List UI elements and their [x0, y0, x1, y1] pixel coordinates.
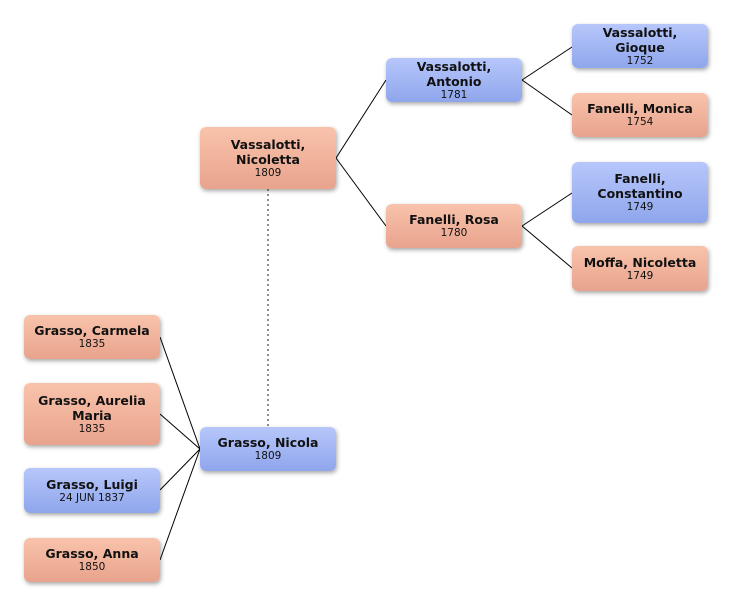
person-date: 1835 — [78, 338, 106, 350]
connector-line — [521, 192, 573, 227]
person-card-gioque-vassalotti[interactable]: Vassalotti, Gioque 1752 — [572, 24, 708, 68]
person-date: 1781 — [440, 88, 468, 101]
person-name: Grasso, Aurelia Maria — [38, 392, 146, 423]
person-date: 24 JUN 1837 — [59, 491, 125, 504]
person-name: Grasso, Carmela — [34, 323, 150, 338]
connector-line — [159, 413, 201, 450]
person-date: 1749 — [626, 269, 654, 282]
person-date: 1749 — [626, 201, 654, 213]
person-date: 1809 — [254, 450, 282, 462]
person-card-nicoletta-vassalotti[interactable]: Vassalotti, Nicoletta 1809 — [200, 127, 336, 189]
connector-line — [521, 46, 573, 81]
connector-line — [159, 448, 201, 491]
person-date: 1780 — [440, 227, 468, 239]
person-name: Grasso, Anna — [45, 546, 139, 561]
person-name: Vassalotti, Nicoletta — [230, 136, 306, 167]
person-card-antonio-vassalotti[interactable]: Vassalotti, Antonio 1781 — [386, 58, 522, 102]
person-name: Moffa, Nicoletta — [583, 254, 697, 270]
person-card-nicola-grasso[interactable]: Grasso, Nicola 1809 — [200, 427, 336, 471]
person-date: 1809 — [254, 166, 282, 179]
person-name: Fanelli, Monica — [587, 101, 693, 116]
connector-line — [159, 448, 201, 561]
connector-line — [521, 79, 573, 116]
person-card-anna-grasso[interactable]: Grasso, Anna 1850 — [24, 538, 160, 582]
person-name: Fanelli, Constantino — [597, 171, 683, 201]
person-name: Fanelli, Rosa — [409, 212, 499, 227]
person-name: Vassalotti, Gioque — [602, 24, 678, 55]
person-card-monica-fanelli[interactable]: Fanelli, Monica 1754 — [572, 93, 708, 137]
person-date: 1835 — [78, 422, 106, 435]
person-date: 1850 — [78, 561, 106, 573]
person-card-carmela-grasso[interactable]: Grasso, Carmela 1835 — [24, 315, 160, 359]
person-date: 1754 — [626, 116, 654, 128]
person-name: Grasso, Luigi — [46, 476, 138, 492]
person-card-rosa-fanelli[interactable]: Fanelli, Rosa 1780 — [386, 204, 522, 248]
person-name: Grasso, Nicola — [217, 435, 319, 450]
person-card-constantino-fanelli[interactable]: Fanelli, Constantino 1749 — [572, 162, 708, 223]
person-card-luigi-grasso[interactable]: Grasso, Luigi 24 JUN 1837 — [24, 468, 160, 513]
connector-line — [159, 336, 201, 450]
person-card-aurelia-grasso[interactable]: Grasso, Aurelia Maria 1835 — [24, 383, 160, 445]
person-card-nicoletta-moffa[interactable]: Moffa, Nicoletta 1749 — [572, 246, 708, 291]
person-name: Vassalotti, Antonio — [416, 58, 492, 89]
person-date: 1752 — [626, 54, 654, 67]
connector-line — [521, 225, 573, 269]
connector-line — [335, 157, 387, 227]
connector-line — [335, 79, 387, 159]
